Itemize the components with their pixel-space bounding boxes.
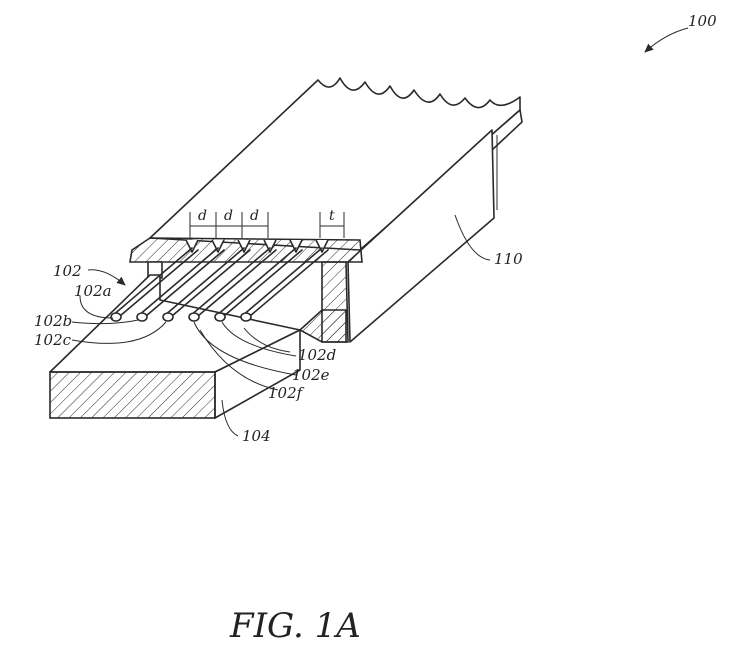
fiber-102b [136, 247, 225, 322]
fiber-102e [214, 247, 303, 322]
label-102b: 102b [34, 312, 72, 330]
label-104: 104 [242, 427, 271, 445]
fiber-102c [162, 247, 251, 322]
dim-label-thickness: t [329, 208, 335, 224]
dimension-marks: d d d t [189, 208, 345, 238]
label-102d: 102d [298, 346, 336, 364]
fiber-102a [110, 247, 199, 322]
label-100: 100 [688, 12, 717, 30]
label-102c: 102c [34, 331, 72, 349]
label-102a: 102a [74, 282, 112, 300]
fiber-102d [188, 247, 277, 322]
cover-plate [129, 77, 523, 343]
label-102e: 102e [292, 366, 330, 384]
leader-lines [71, 27, 689, 437]
label-102f: 102f [268, 384, 305, 402]
figure-caption: FIG. 1A [229, 606, 361, 646]
fiber-array [110, 247, 329, 322]
fiber-102f [240, 247, 329, 322]
dim-label-pitch-3: d [250, 208, 259, 224]
dim-label-pitch-2: d [224, 208, 233, 224]
dim-label-pitch-1: d [198, 208, 207, 224]
label-102: 102 [53, 262, 82, 280]
groove-row [185, 239, 329, 253]
reference-labels: 100 102 102a 102b 102c 102d 102e 102f 10… [34, 12, 717, 445]
label-110: 110 [494, 250, 523, 268]
base-block [49, 274, 301, 419]
